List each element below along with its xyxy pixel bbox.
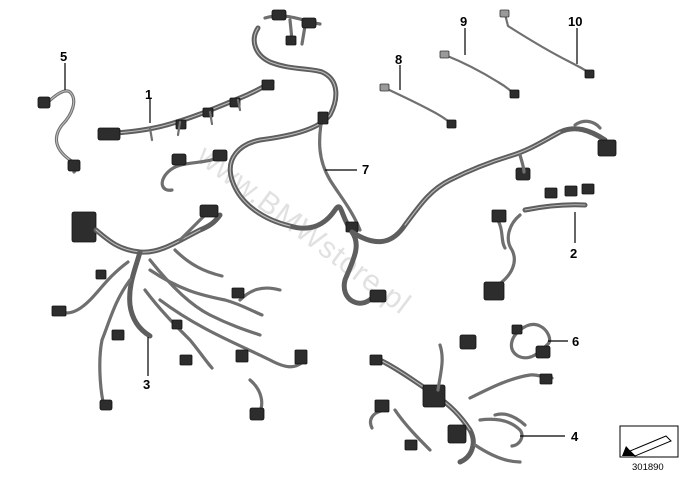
part-2-wiring bbox=[483, 183, 595, 301]
part-7-wiring bbox=[160, 9, 617, 306]
callout-7: 7 bbox=[362, 162, 369, 177]
callout-6: 6 bbox=[572, 334, 579, 349]
callout-5: 5 bbox=[60, 49, 67, 64]
callout-3: 3 bbox=[143, 377, 150, 392]
part-1-wiring bbox=[97, 79, 275, 142]
part-9-wiring bbox=[439, 50, 520, 99]
leader-lines bbox=[64, 28, 578, 437]
callout-2: 2 bbox=[570, 246, 577, 261]
callout-4: 4 bbox=[571, 429, 579, 444]
callout-10: 10 bbox=[568, 14, 582, 29]
arrow-box-icon bbox=[622, 435, 672, 457]
part-8-wiring bbox=[379, 83, 457, 129]
reference-box: 301890 bbox=[619, 425, 679, 473]
callout-labels: 1 2 3 4 5 6 7 8 9 10 bbox=[60, 14, 582, 444]
callout-1: 1 bbox=[145, 87, 152, 102]
part-4-wiring bbox=[368, 334, 554, 465]
part-3-wiring bbox=[51, 204, 308, 421]
part-5-wiring bbox=[37, 89, 81, 174]
callout-8: 8 bbox=[395, 52, 402, 67]
part-10-wiring bbox=[499, 9, 595, 79]
part-6-wiring bbox=[509, 322, 552, 360]
callout-9: 9 bbox=[460, 14, 467, 29]
reference-number: 301890 bbox=[632, 462, 664, 473]
